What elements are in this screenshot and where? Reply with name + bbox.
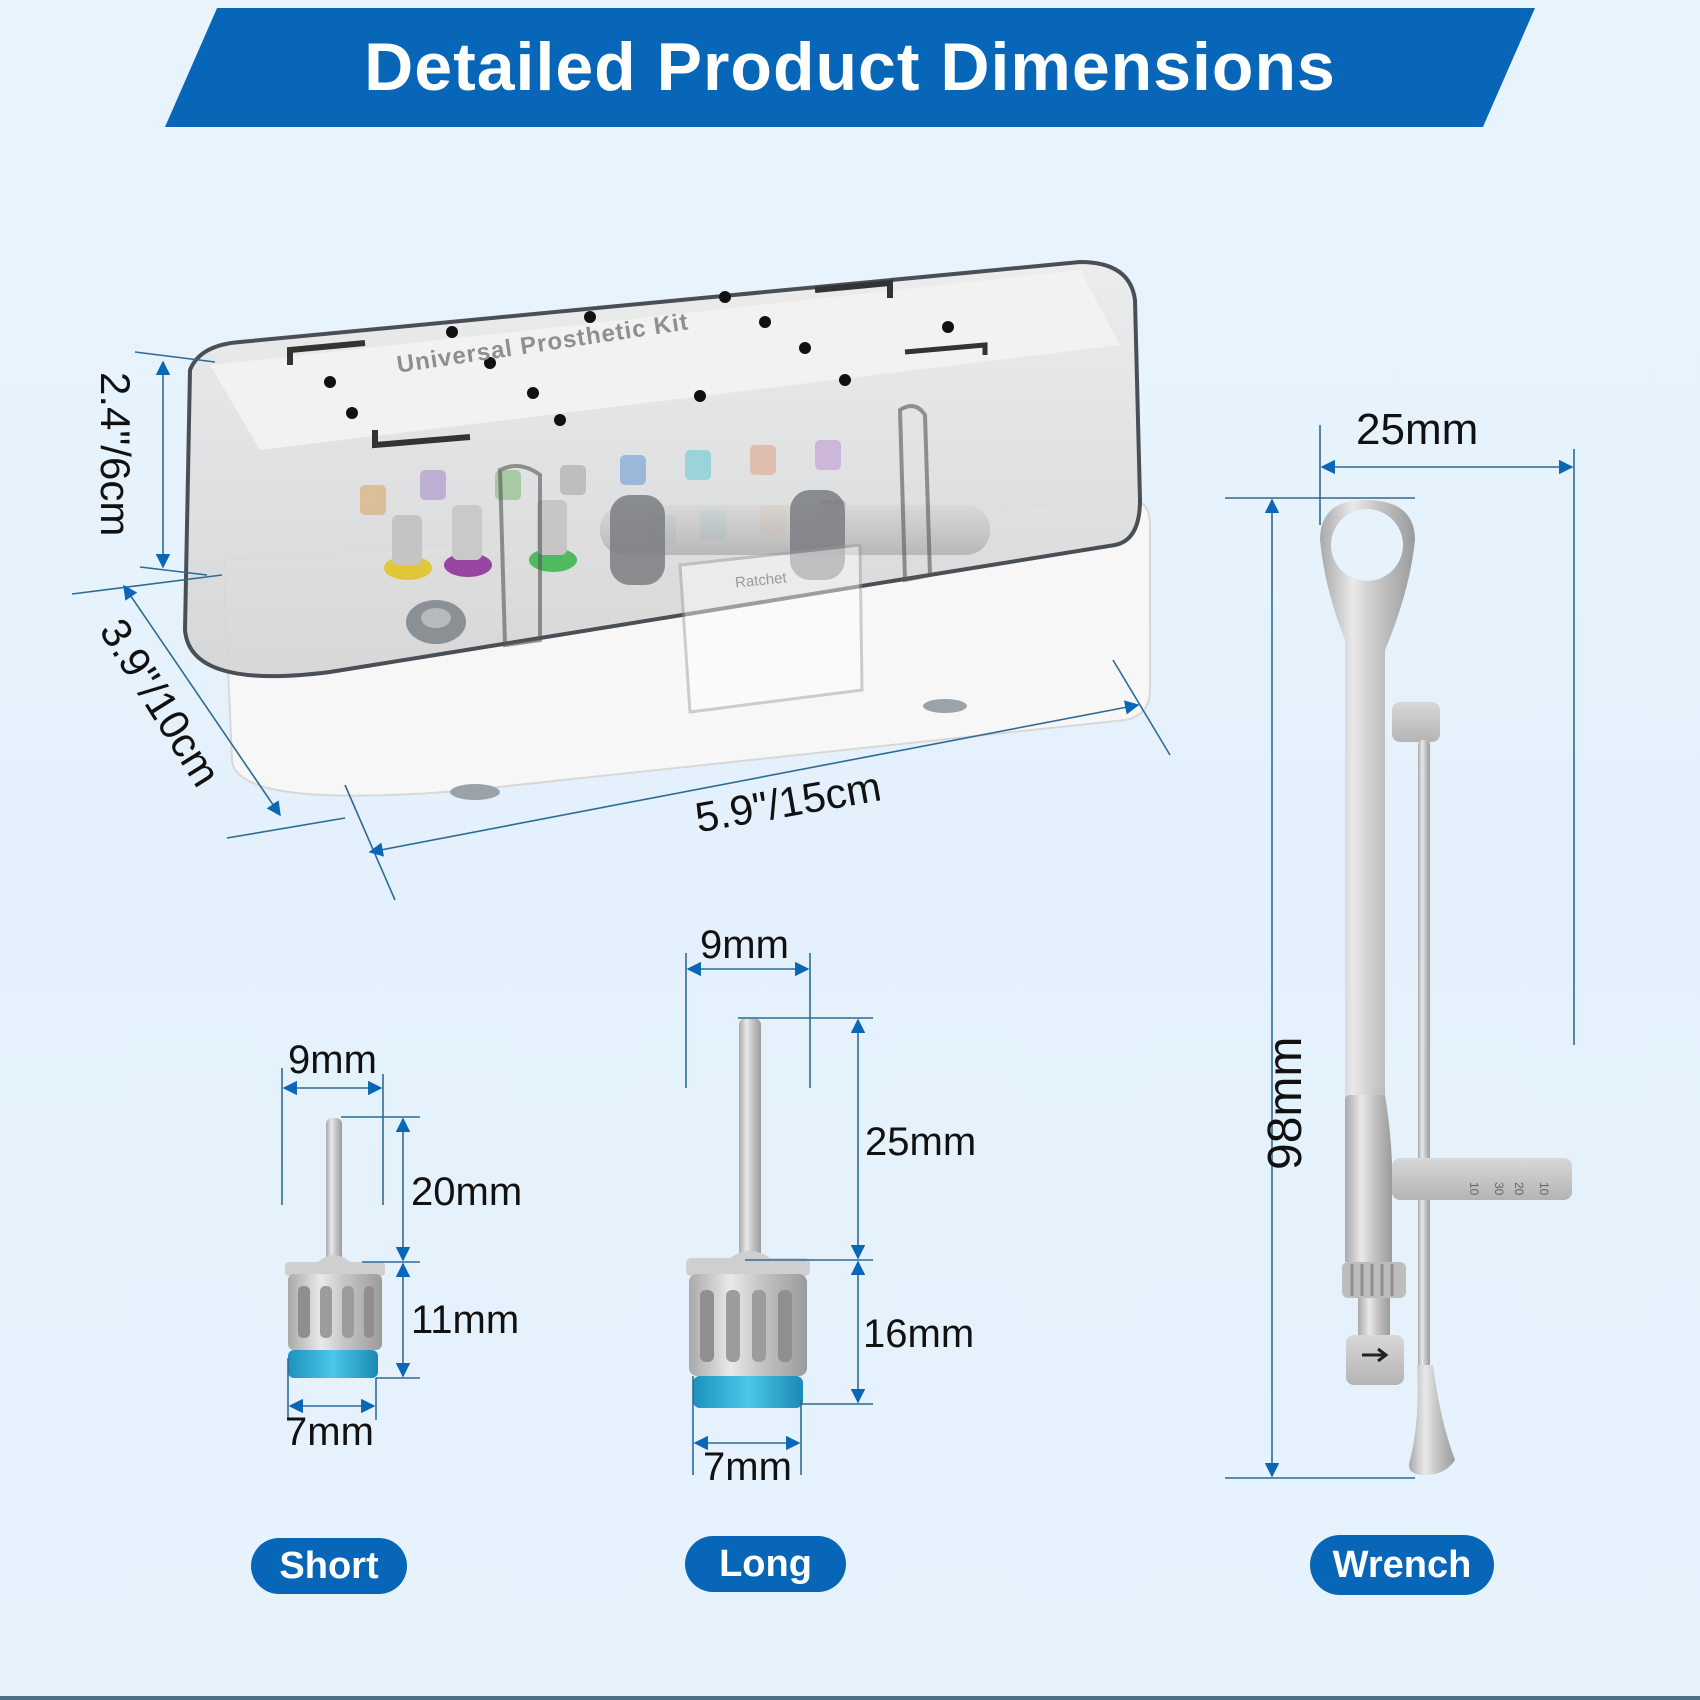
wrench-pill: Wrench: [1310, 1535, 1494, 1595]
svg-text:10: 10: [1537, 1182, 1551, 1196]
wrench-dimension-lines: [1225, 425, 1575, 1479]
wrench-image: 10 30 20 10: [1320, 500, 1572, 1475]
kit-dimension-lines: [71, 351, 1171, 901]
kit-height-label: 2.4"/6cm: [92, 372, 139, 537]
short-head-width-label: 9mm: [288, 1038, 377, 1082]
bottom-border: [0, 1696, 1700, 1700]
svg-text:30: 30: [1492, 1182, 1506, 1196]
short-driver-dimension-lines: [281, 1068, 420, 1420]
long-handle-length-label: 16mm: [863, 1312, 975, 1356]
short-base-width-label: 7mm: [285, 1410, 374, 1454]
kit-box-image: [182, 259, 1151, 800]
wrench-length-label: 98mm: [1259, 1036, 1312, 1170]
page-title: Detailed Product Dimensions: [364, 29, 1336, 105]
svg-text:20: 20: [1512, 1182, 1526, 1196]
title-banner: [165, 8, 1535, 127]
long-base-width-label: 7mm: [703, 1445, 792, 1489]
arrow-icon: [1362, 1347, 1389, 1363]
wrench-head-width-label: 25mm: [1356, 405, 1479, 454]
long-head-width-label: 9mm: [700, 923, 789, 967]
long-driver-dimension-lines: [685, 953, 873, 1475]
long-shaft-length-label: 25mm: [865, 1120, 977, 1164]
short-pill: Short: [251, 1538, 407, 1594]
short-shaft-length-label: 20mm: [411, 1170, 523, 1214]
long-pill: Long: [685, 1536, 846, 1592]
short-driver-image: [285, 1118, 385, 1378]
short-handle-length-label: 11mm: [411, 1298, 520, 1342]
long-driver-image: [686, 1018, 810, 1408]
svg-text:10: 10: [1467, 1182, 1481, 1196]
